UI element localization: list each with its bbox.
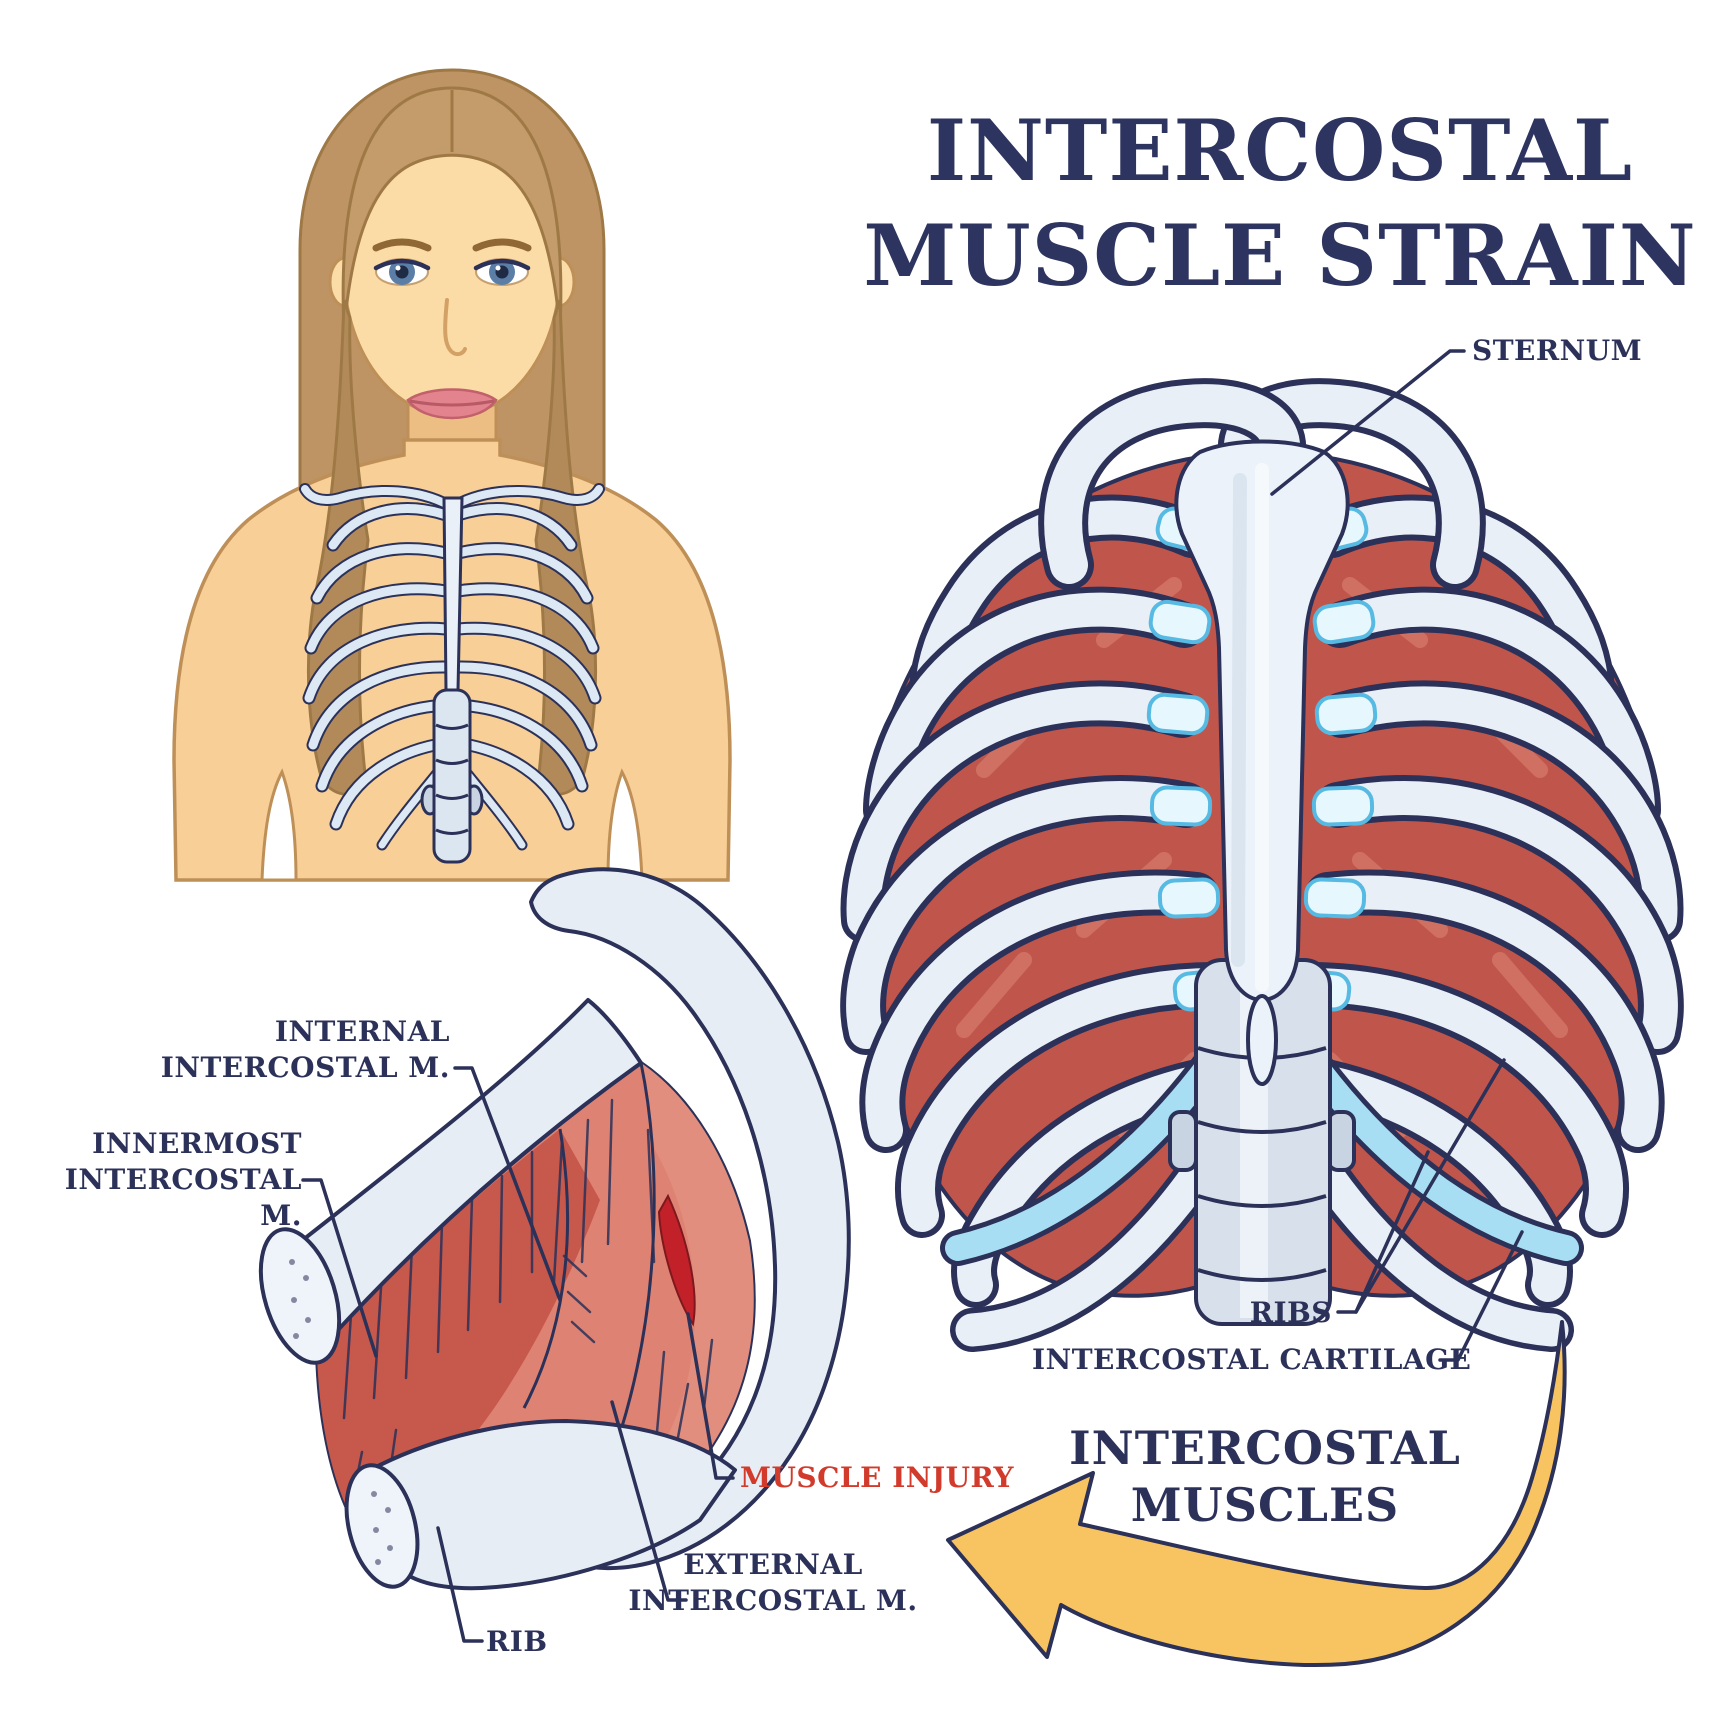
muscle-tear: [657, 1193, 696, 1327]
label-intercostal-muscles: INTERCOSTAL MUSCLES: [1069, 1421, 1461, 1532]
label-innermost-intercostal: INNERMOST INTERCOSTAL M.: [64, 1127, 302, 1232]
label-internal-intercostal: INTERNAL INTERCOSTAL M.: [160, 1015, 450, 1084]
sternum-small: [442, 496, 464, 698]
label-intercostal-cartilage: INTERCOSTAL CARTILAGE: [1032, 1343, 1472, 1376]
arm-gap-left: [260, 768, 298, 882]
lower-rib-cut-face: [344, 1463, 420, 1589]
eye-left: [373, 258, 431, 286]
external-muscle-section: [641, 1063, 754, 1461]
eyebrow-left: [372, 238, 432, 252]
page-title: INTERCOSTAL MUSCLE STRAIN: [830, 98, 1730, 308]
label-rib: RIB: [486, 1625, 548, 1658]
label-ribs: RIBS: [1249, 1296, 1332, 1329]
title-line-2: MUSCLE STRAIN: [863, 206, 1697, 305]
nose: [443, 298, 467, 357]
spine-small: [432, 688, 472, 864]
large-ribcage-illustration: [860, 403, 1664, 1330]
label-sternum: STERNUM: [1472, 334, 1643, 367]
xiphoid-process: [1246, 994, 1278, 1086]
arm-gap-right: [606, 768, 644, 882]
eye-right: [473, 258, 531, 286]
muscle-fibers: [342, 1098, 714, 1494]
leader-lines: [301, 349, 1524, 1643]
title-line-1: INTERCOSTAL: [926, 101, 1634, 200]
chest-ribcage-overlay: [305, 489, 599, 864]
curved-arrow-icon: [946, 1320, 1567, 1668]
spine-column: [1168, 958, 1356, 1326]
woman-figure: [172, 68, 732, 882]
upper-rib-cut-face: [258, 1227, 342, 1365]
lip-line: [409, 399, 495, 407]
eyebrow-right: [472, 238, 532, 252]
label-external-intercostal: EXTERNAL INTERCOSTAL M.: [628, 1548, 918, 1617]
label-muscle-injury: MUSCLE INJURY: [740, 1461, 1014, 1494]
